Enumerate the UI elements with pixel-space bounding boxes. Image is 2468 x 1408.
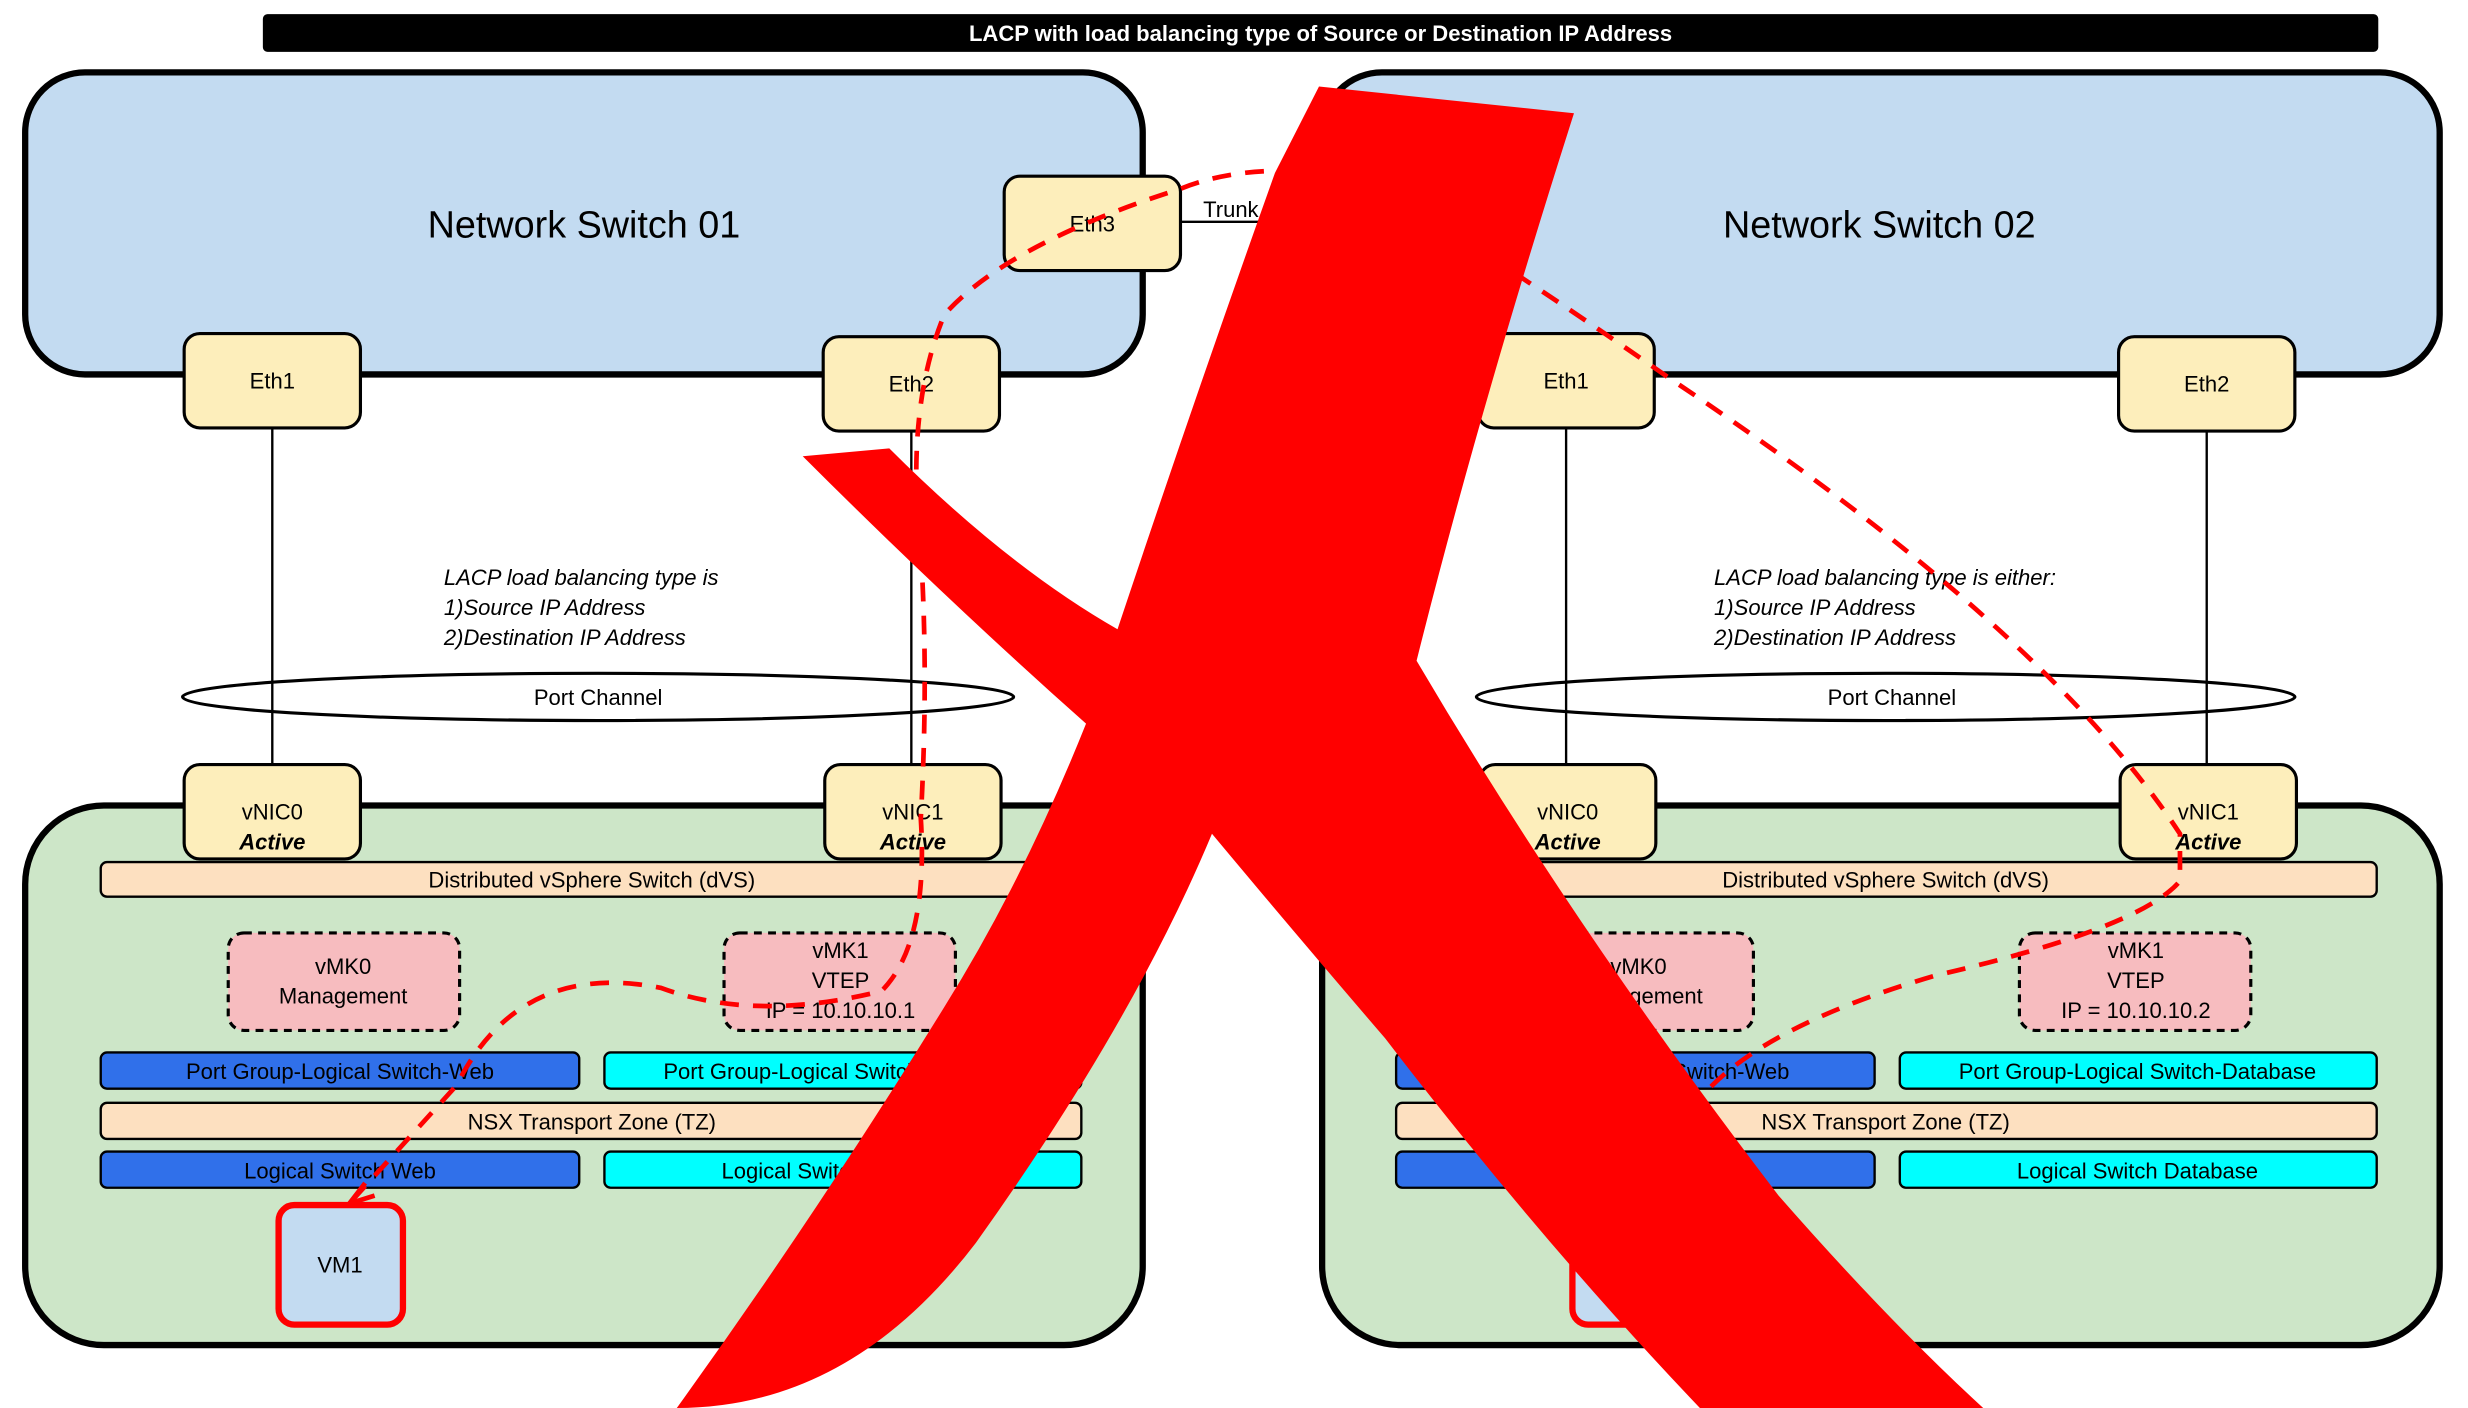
svg-text:Eth3: Eth3 [1070,211,1115,236]
host-1-transport-zone: NSX Transport Zone (TZ) [99,1101,1083,1141]
svg-text:NSX Transport Zone (TZ): NSX Transport Zone (TZ) [1761,1110,2009,1135]
svg-text:vMK0: vMK0 [1610,954,1666,979]
svg-text:Logical Switch Database: Logical Switch Database [2017,1158,2258,1183]
svg-text:vNIC1: vNIC1 [2178,800,2239,825]
host-2-dvs: Distributed vSphere Switch (dVS) [1394,860,2378,898]
svg-text:VTEP: VTEP [2107,968,2165,993]
svg-text:Port Group-Logical Switch-Data: Port Group-Logical Switch-Database [1959,1059,2316,1084]
svg-text:Eth1: Eth1 [250,369,295,394]
svg-text:1)Source IP Address: 1)Source IP Address [1714,595,1916,620]
svg-text:Port Group-Logical Switch-Web: Port Group-Logical Switch-Web [186,1059,494,1084]
switch-02-eth1-port: Eth1 [1476,331,1656,430]
svg-text:vMK0: vMK0 [315,954,371,979]
switch-01-eth1-port: Eth1 [182,331,363,430]
host-1-dvs: Distributed vSphere Switch (dVS) [99,860,1083,898]
svg-text:Port Channel: Port Channel [534,685,663,710]
host-2-vmk1: vMK1 VTEP IP = 10.10.10.2 [2017,931,2253,1033]
svg-text:2)Destination IP Address: 2)Destination IP Address [1713,625,1956,650]
svg-text:LACP load balancing type is ei: LACP load balancing type is either: [1714,565,2056,590]
host-1-vnic0: vNIC0 Active [182,762,363,861]
host-1-vnic1: vNIC1 Active [823,762,1003,861]
diagram-title: LACP with load balancing type of Source … [969,21,1672,46]
svg-text:VM1: VM1 [317,1253,362,1278]
svg-text:Management: Management [279,984,408,1009]
svg-text:2)Destination IP Address: 2)Destination IP Address [443,625,686,650]
svg-text:vMK1: vMK1 [812,938,868,963]
lacp-note-right: LACP load balancing type is either: 1)So… [1713,565,2056,650]
svg-text:IP = 10.10.10.2: IP = 10.10.10.2 [2061,998,2211,1023]
svg-text:IP = 10.10.10.1: IP = 10.10.10.1 [766,998,916,1023]
title-bar: LACP with load balancing type of Source … [262,14,2379,52]
host-2-logical-switch-db: Logical Switch Database [1898,1150,2378,1189]
svg-text:Logical Switch Web: Logical Switch Web [244,1158,436,1183]
switch-02-eth2-port: Eth2 [2117,335,2297,433]
trunk-label: Trunk [1203,197,1259,222]
svg-text:Distributed vSphere Switch (dV: Distributed vSphere Switch (dVS) [1722,867,2049,892]
svg-text:vNIC1: vNIC1 [882,800,943,825]
switch-01-eth2-port: Eth2 [821,335,1002,433]
svg-text:LACP load balancing type is: LACP load balancing type is [444,565,719,590]
network-switch-01: Network Switch 01 [22,69,1146,378]
traffic-flow-path [347,168,2183,1206]
lacp-note-left: LACP load balancing type is 1)Source IP … [443,565,719,650]
vm1: VM1 [275,1201,407,1328]
invalid-x-mark-icon [676,86,1984,1408]
host-1-portgroup-web: Port Group-Logical Switch-Web [99,1051,581,1090]
svg-text:Port Channel: Port Channel [1828,685,1957,710]
host-1-vmk0: vMK0 Management [226,931,462,1033]
switch-01-eth3-port: Eth3 [1002,174,1183,273]
svg-text:vMK1: vMK1 [2108,938,2164,963]
port-channel-right: Port Channel [1474,671,2297,723]
vnic-status: Active [879,830,946,855]
svg-text:Eth2: Eth2 [2184,372,2229,397]
host-1-vmk1: vMK1 VTEP IP = 10.10.10.1 [722,931,957,1033]
host-2-portgroup-db: Port Group-Logical Switch-Database [1898,1051,2378,1090]
svg-text:Eth2: Eth2 [889,372,934,397]
vnic-status: Active [238,830,305,855]
host-2-vnic1: vNIC1 Active [2118,762,2299,861]
vnic-status: Active [1534,830,1601,855]
svg-text:Eth1: Eth1 [1543,369,1588,394]
svg-text:NSX Transport Zone (TZ): NSX Transport Zone (TZ) [468,1110,716,1135]
arrow-to-vm1-icon [347,1181,376,1206]
svg-text:vNIC0: vNIC0 [242,800,303,825]
switch-02-title: Network Switch 02 [1723,205,2036,247]
svg-text:Distributed vSphere Switch (dV: Distributed vSphere Switch (dVS) [428,867,755,892]
vnic-status: Active [2174,830,2241,855]
svg-text:vNIC0: vNIC0 [1537,800,1598,825]
svg-text:VTEP: VTEP [812,968,870,993]
port-channel-left: Port Channel [181,671,1016,723]
host-1-logical-switch-web: Logical Switch Web [99,1150,581,1189]
svg-text:1)Source IP Address: 1)Source IP Address [444,595,646,620]
switch-01-title: Network Switch 01 [428,205,741,247]
